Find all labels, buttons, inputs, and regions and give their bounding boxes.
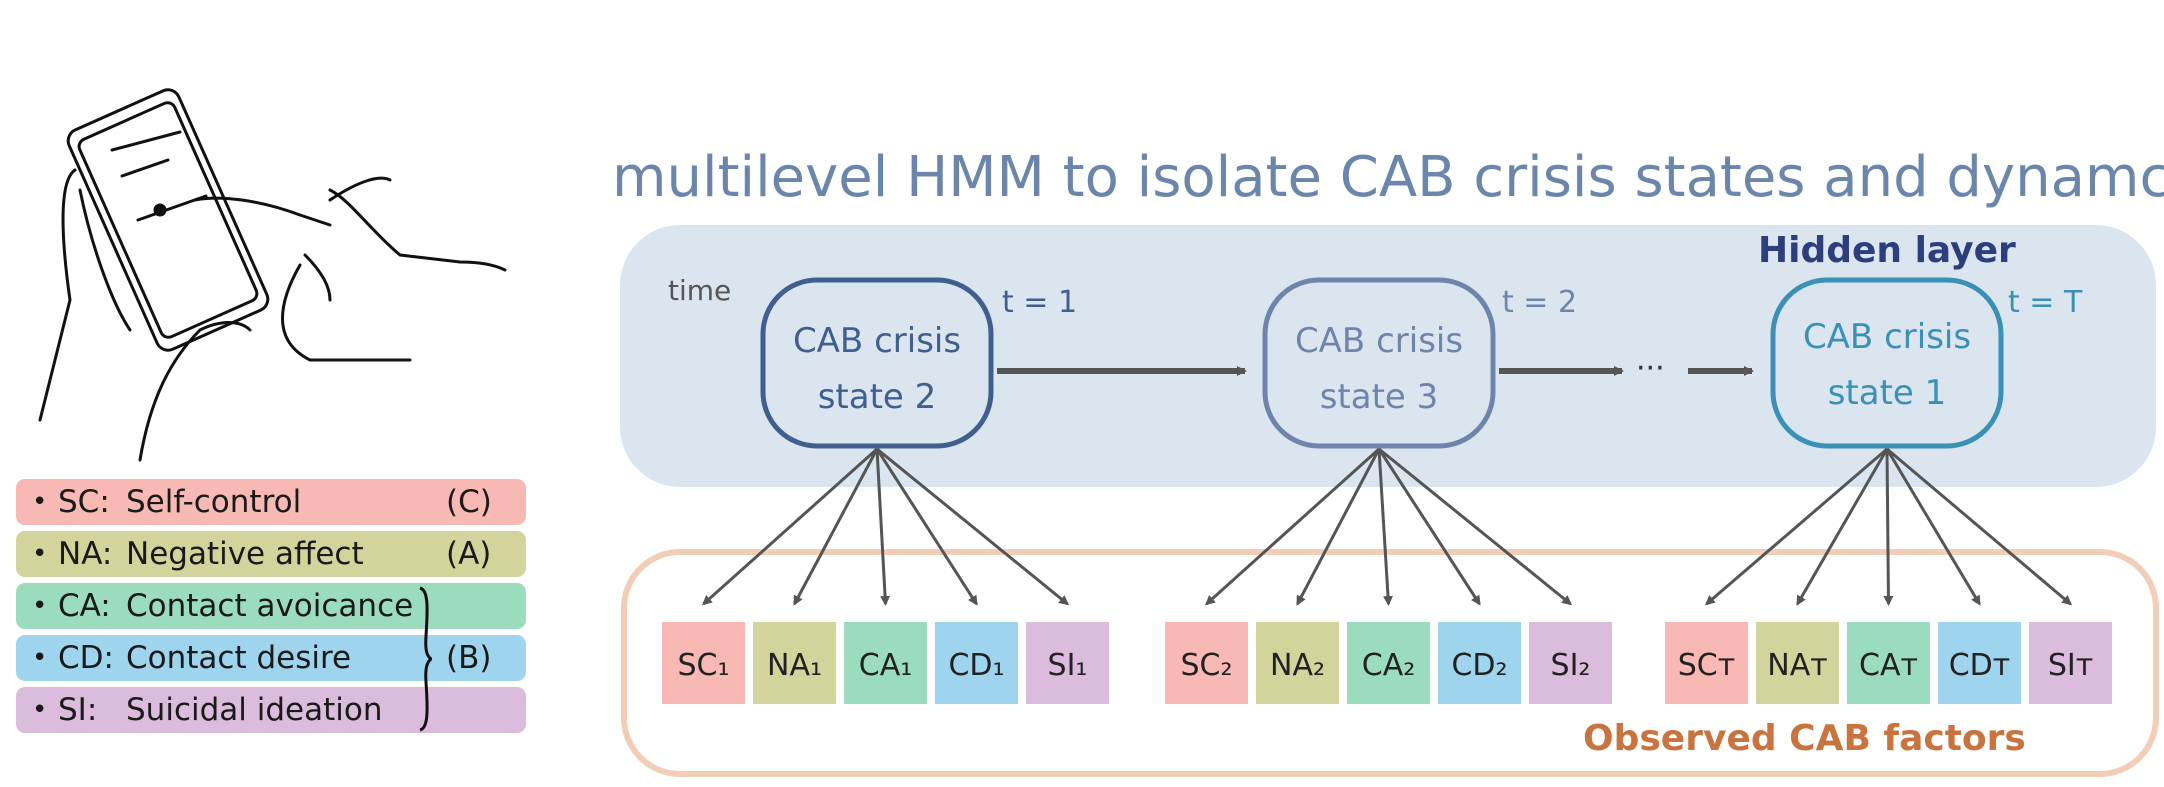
hidden-state-t1 [760,277,994,449]
hidden-layer-label: Hidden layer [1758,230,2016,271]
emission-arrow-sc-2 [1205,447,1381,606]
bullet-icon: • [32,643,48,673]
factor-box-ca-1 [844,622,927,704]
factor-box-na-1 [753,622,836,704]
hidden-state-t2-line2: state 3 [1320,377,1439,417]
factor-label-sc-1: SC₁ [677,648,729,683]
emission-arrow-si-2 [1378,447,1573,606]
factor-label-ca-2: CA₂ [1362,648,1416,683]
emission-arrow-ca-3 [1883,448,1894,606]
legend-code: CD: [58,640,114,676]
factor-box-si-1 [1026,622,1109,704]
hidden-state-tT-line2: state 1 [1828,373,1947,413]
factor-label-si-2: SI₂ [1551,648,1591,683]
hidden-state-t1-line2: state 2 [818,377,937,417]
legend-group: (A) [446,536,492,572]
factor-box-sc-2 [1165,622,1248,704]
legend-code: NA: [58,536,113,572]
legend-code: SC: [58,484,110,520]
factor-box-ca-3 [1847,622,1930,704]
emission-arrow-cd-3 [1885,448,1981,606]
factor-box-na-3 [1756,622,1839,704]
hidden-state-t2 [1262,277,1496,449]
legend-group: (B) [446,640,492,676]
legend-code: CA: [58,588,111,624]
factor-box-si-3 [2029,622,2112,704]
factor-label-na-3: NAᴛ [1767,648,1827,683]
legend-text: Self-control [126,484,302,520]
legend-row-cd: • CD: Contact desire (B) [16,635,526,681]
emission-arrow-na-3 [1796,448,1889,606]
emission-arrow-si-1 [876,447,1070,606]
time-label: time [668,274,731,307]
bullet-icon: • [32,695,48,725]
emission-arrow-na-2 [1296,448,1381,606]
factor-label-ca-3: CAᴛ [1859,648,1918,683]
emission-arrow-ca-2 [1377,448,1394,606]
bullet-icon: • [32,591,48,621]
legend-row-na: • NA: Negative affect (A) [16,531,526,577]
ellipsis: ··· [1636,351,1665,386]
factor-box-na-2 [1256,622,1339,704]
factor-box-ca-2 [1347,622,1430,704]
time-step-t2: t = 2 [1502,285,1577,320]
factor-label-ca-1: CA₁ [859,648,913,683]
observed-panel [621,549,2159,777]
factor-box-si-2 [1529,622,1612,704]
legend-text: Contact desire [126,640,352,676]
legend-row-sc: • SC: Self-control (C) [16,479,526,525]
emission-arrow-cd-1 [875,448,978,606]
bullet-icon: • [32,539,48,569]
bullet-icon: • [32,487,48,517]
factor-box-cd-1 [935,622,1018,704]
legend-row-si: • SI: Suicidal ideation [16,687,526,733]
hidden-state-tT-line1: CAB crisis [1803,317,1971,357]
legend-row-ca: • CA: Contact avoicance [16,583,526,629]
emission-arrow-sc-1 [702,447,878,606]
diagram-title: multilevel HMM to isolate CAB crisis sta… [612,145,2164,210]
hidden-state-tT [1770,277,2004,449]
hands-holding-smartphone-icon [38,88,507,462]
emission-arrow-na-1 [793,448,879,606]
factor-label-na-2: NA₂ [1270,648,1325,683]
factor-label-sc-3: SCᴛ [1678,648,1735,683]
emission-arrows [702,447,2073,606]
factor-label-sc-2: SC₂ [1180,648,1232,683]
factor-label-cd-3: CDᴛ [1949,648,2011,683]
factor-label-si-3: SIᴛ [2048,648,2093,683]
legend-text: Negative affect [126,536,364,572]
hidden-state-t1-line1: CAB crisis [793,321,961,361]
emission-arrow-si-3 [1886,447,2073,606]
factor-label-si-1: SI₁ [1048,648,1088,683]
hidden-state-t2-line1: CAB crisis [1295,321,1463,361]
emission-arrow-sc-3 [1704,447,1888,606]
emission-arrow-ca-1 [875,448,891,606]
factor-label-na-1: NA₁ [767,648,822,683]
legend-text: Suicidal ideation [126,692,383,728]
observed-label: Observed CAB factors [1583,718,2026,759]
time-step-t1: t = 1 [1002,285,1077,320]
legend-code: SI: [58,692,98,728]
emission-arrow-cd-2 [1377,448,1481,606]
legend-group: (C) [446,484,492,520]
legend-text: Contact avoicance [126,588,414,624]
factor-box-sc-3 [1665,622,1748,704]
factor-box-sc-1 [662,622,745,704]
group-brace-icon [419,586,432,732]
time-step-tT: t = T [2008,285,2083,320]
factor-label-cd-1: CD₁ [948,648,1004,683]
factor-box-cd-2 [1438,622,1521,704]
factor-box-cd-3 [1938,622,2021,704]
factor-label-cd-2: CD₂ [1451,648,1507,683]
observed-factor-boxes: SC₁ NA₁ CA₁ CD₁ SI₁ SC₂ NA₂ CA₂ CD₂ SI₂ SCᴛ NAᴛ CAᴛ C… [662,622,2112,704]
